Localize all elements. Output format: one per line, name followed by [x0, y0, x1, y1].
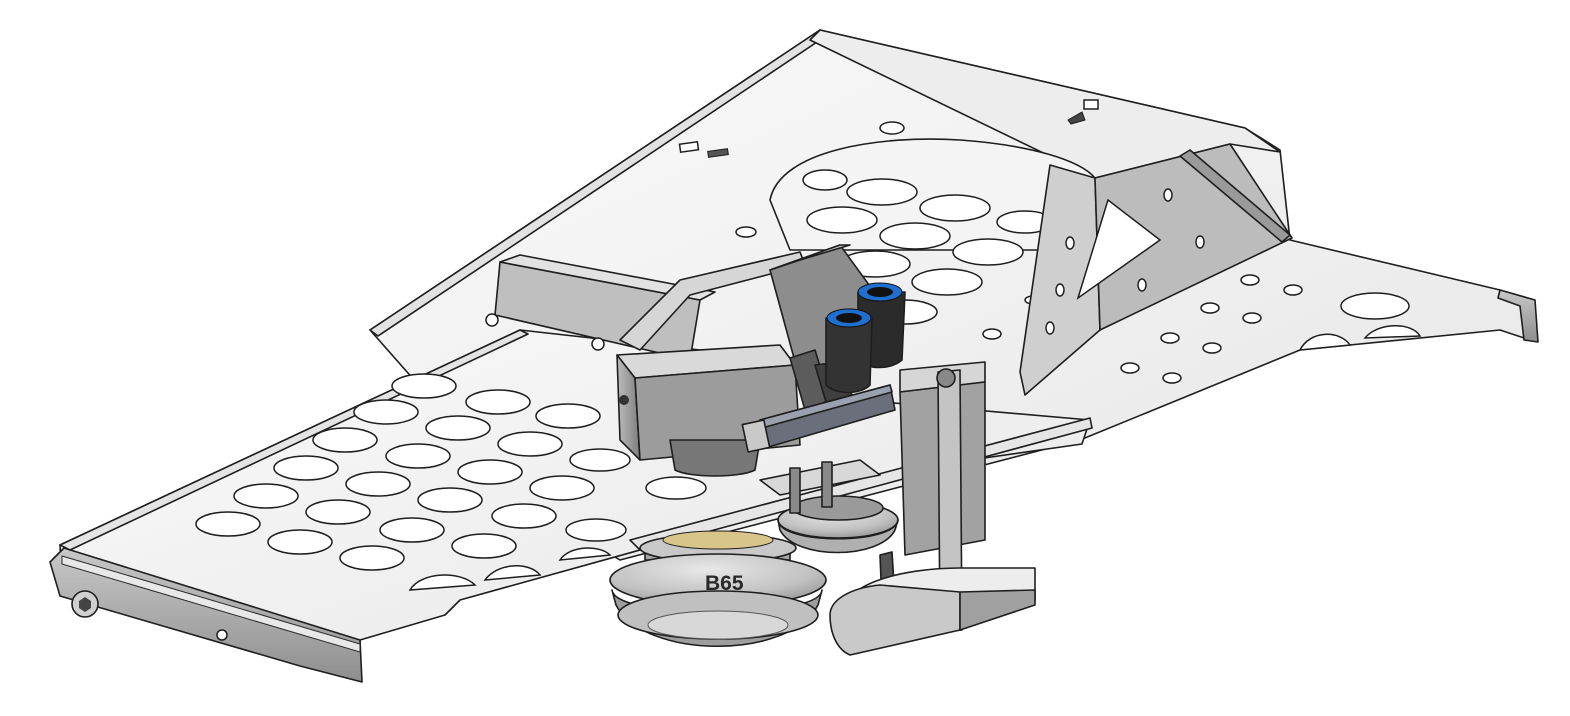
- cup-mount-tabs: [759, 459, 881, 514]
- suction-cup-icon: B65: [609, 495, 899, 647]
- cup-size-label: B65: [705, 572, 744, 595]
- push-fitting-icon: [825, 282, 906, 394]
- half-disc-foot: [829, 567, 1036, 656]
- gusset-bracket: [1019, 143, 1293, 396]
- hex-screw-icon: [71, 590, 99, 618]
- side-clamp-block: [879, 361, 986, 633]
- lower-plate-hole-grid: [195, 373, 707, 591]
- electrical-connector: [741, 384, 896, 453]
- upper-plate-hole-grid: [735, 121, 1422, 384]
